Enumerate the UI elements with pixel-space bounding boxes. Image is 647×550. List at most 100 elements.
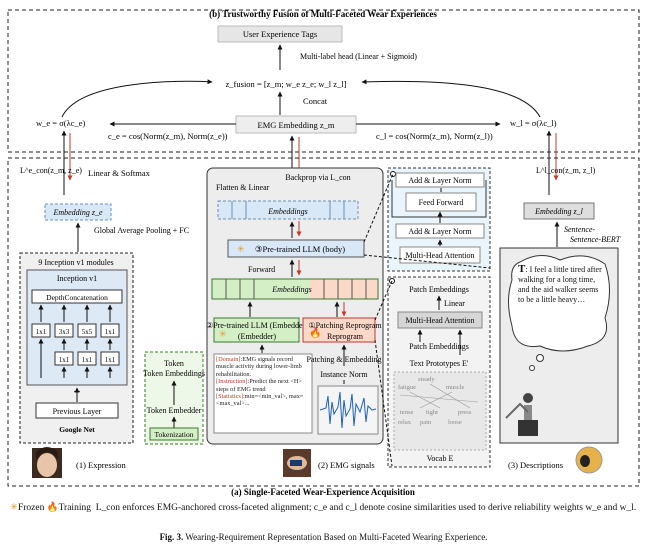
zoom-line-body-2 bbox=[363, 254, 491, 269]
word-tight: tight bbox=[426, 409, 438, 416]
bert-label: Sentence-BERT bbox=[570, 235, 621, 244]
prompt-statistics: :min=<min_val>, max=<max_val>... bbox=[216, 393, 304, 408]
bubble-dot-1 bbox=[536, 354, 544, 362]
forward-label: Forward bbox=[248, 265, 275, 274]
token-embedder-label: Token Embedder bbox=[147, 406, 202, 415]
word-press: press bbox=[458, 409, 472, 416]
legend: ✳Frozen 🔥Training L_con enforces EMG-anc… bbox=[10, 502, 640, 514]
inception-title: Inception v1 bbox=[57, 274, 97, 283]
prev-layer-box bbox=[35, 402, 119, 419]
patch-embeddings-top-label: Patch Embeddings bbox=[409, 285, 469, 294]
figure-caption-label: Fig. 3. bbox=[159, 532, 184, 542]
inception-conv-bottom-row: 1x1 1x1 1x1 bbox=[54, 351, 120, 366]
conv-1x1-c bbox=[54, 351, 74, 366]
mha-label: Multi-Head Attention bbox=[405, 251, 474, 260]
loss-l-label: L^l_con(z_m, z_l) bbox=[536, 166, 596, 175]
frozen-star-body: ✳ bbox=[237, 244, 245, 254]
reprogram-mha-label: Multi-Head Attention bbox=[405, 316, 474, 325]
gap-label: Global Average Pooling + FC bbox=[94, 226, 189, 235]
legend-frozen: Frozen bbox=[17, 503, 45, 513]
quote-text: : I feel a little tired after walking fo… bbox=[518, 265, 602, 304]
patching-reprogram-box bbox=[302, 317, 376, 343]
prompt-domain: :EMG signals record muscle activity duri… bbox=[216, 356, 302, 378]
we-equation: w_e = σ(λc_e) bbox=[36, 118, 86, 128]
word-cloud: steady fatigue muscle tense tight press … bbox=[393, 371, 487, 451]
acquisition-panel bbox=[7, 157, 640, 487]
feed-forward-label: Feed Forward bbox=[419, 198, 464, 207]
zl-embedding-label: Embedding z_l bbox=[534, 207, 584, 216]
figure-caption: Fig. 3. Wearing-Requirement Representati… bbox=[0, 532, 647, 542]
flatten-label: Flatten & Linear bbox=[216, 183, 270, 192]
vocab-box bbox=[393, 371, 487, 451]
conv-1x1-b bbox=[100, 323, 120, 338]
emg-embedding-label: EMG Embedding z_m bbox=[258, 120, 335, 130]
ze-embedding-box bbox=[44, 203, 112, 221]
wl-equation: w_l = σ(λc_l) bbox=[510, 118, 557, 128]
quote-container: T: I feel a little tired after walking f… bbox=[518, 264, 602, 304]
word-tense: tense bbox=[400, 409, 413, 416]
linear-label: Linear bbox=[444, 299, 465, 308]
add-norm-2-label: Add & Layer Norm bbox=[408, 227, 472, 236]
bubble-dot-2 bbox=[529, 365, 535, 371]
fusion-panel bbox=[7, 9, 640, 153]
curve-wl-to-fusion bbox=[361, 79, 541, 118]
zl-embedding-box bbox=[523, 202, 595, 220]
ce-equation: c_e = cos(Norm(z_m), Norm(z_e)) bbox=[108, 131, 228, 141]
head-label: Multi-label head (Linear + Sigmoid) bbox=[300, 52, 417, 61]
patch-embeddings-bottom-label: Patch Embeddings bbox=[409, 342, 469, 351]
word-fatigue: fatigue bbox=[398, 384, 416, 391]
embeddings-mid-cells bbox=[225, 279, 367, 299]
conv-1x1-b-label: 1x1 bbox=[105, 328, 116, 336]
prompt-instruction: :Predict the next <H> steps of EMG trend bbox=[216, 378, 302, 393]
word-steady: steady bbox=[418, 376, 435, 383]
conv-3x3-label: 3x3 bbox=[59, 328, 70, 336]
zoom-line-body-1 bbox=[363, 173, 394, 243]
word-pain: pain bbox=[420, 419, 432, 426]
word-relax: relax bbox=[398, 419, 412, 426]
word-muscle: muscle bbox=[446, 384, 465, 391]
training-fire-icon: 🔥 bbox=[309, 326, 321, 339]
backprop-label: Backprop via L_con bbox=[285, 173, 350, 182]
llm-embedder-label-2: (Embedder) bbox=[238, 332, 277, 341]
curve-we-to-fusion bbox=[61, 79, 213, 118]
prompt-instruction-tag: [Instruction] bbox=[216, 378, 248, 386]
conv-1x1-a-label: 1x1 bbox=[36, 328, 47, 336]
walker-person-icon bbox=[505, 393, 538, 436]
expression-label: (1) Expression bbox=[76, 460, 127, 470]
word-loose: loose bbox=[448, 419, 462, 426]
token-embeddings-label-1: Token bbox=[164, 359, 184, 368]
fusion-title: (b) Trustworthy Fusion of Multi-Faceted … bbox=[209, 9, 437, 19]
tags-box bbox=[217, 25, 343, 43]
cl-equation: c_l = cos(Norm(z_m), Norm(z_l)) bbox=[376, 131, 493, 141]
embeddings-mid-outline bbox=[211, 278, 379, 300]
conv-3x3 bbox=[54, 323, 74, 338]
face-photo bbox=[32, 447, 62, 478]
acquisition-title: (a) Single-Faceted Wear-Experience Acqui… bbox=[231, 487, 415, 497]
tokenization-label: Tokenization bbox=[154, 430, 193, 439]
llm-body-box bbox=[227, 239, 365, 258]
conv-5x5-label: 5x5 bbox=[82, 328, 93, 336]
residual-path bbox=[391, 180, 487, 218]
quote-initial: T bbox=[518, 264, 526, 275]
frozen-star-icon: ✳ bbox=[10, 503, 18, 513]
tags-label: User Experience Tags bbox=[243, 29, 317, 39]
embeddings-top-cells bbox=[231, 201, 345, 219]
patching-reprogram-label-2: Reprogram bbox=[327, 332, 364, 341]
zoom-line-reprogram-2 bbox=[374, 339, 393, 467]
depthconcat-box bbox=[31, 289, 123, 304]
legend-text: L_con enforces EMG-anchored cross-facete… bbox=[95, 503, 637, 513]
training-fire-legend-icon: 🔥 bbox=[46, 503, 59, 513]
thought-bubble bbox=[508, 255, 610, 352]
llm-embedder-label: ②Pre-trained LLM (Embedder) bbox=[206, 321, 308, 330]
conv-1x1-a bbox=[31, 323, 51, 338]
prompt-text-container: [Domain]:EMG signals record muscle activ… bbox=[216, 356, 304, 408]
llm-embedder-box bbox=[213, 317, 300, 343]
fusion-equation: z_fusion = [z_m; w_e z_e; w_l z_l] bbox=[226, 79, 347, 89]
reprogram-mha-box bbox=[397, 311, 483, 329]
linear-softmax-label: Linear & Softmax bbox=[88, 168, 151, 178]
llm-body-label: ③Pre-trained LLM (body) bbox=[255, 244, 345, 254]
emg-waveform bbox=[317, 385, 379, 435]
loss-e-label: L^e_con(z_m, z_e) bbox=[20, 166, 82, 175]
concat-label: Concat bbox=[303, 96, 328, 106]
